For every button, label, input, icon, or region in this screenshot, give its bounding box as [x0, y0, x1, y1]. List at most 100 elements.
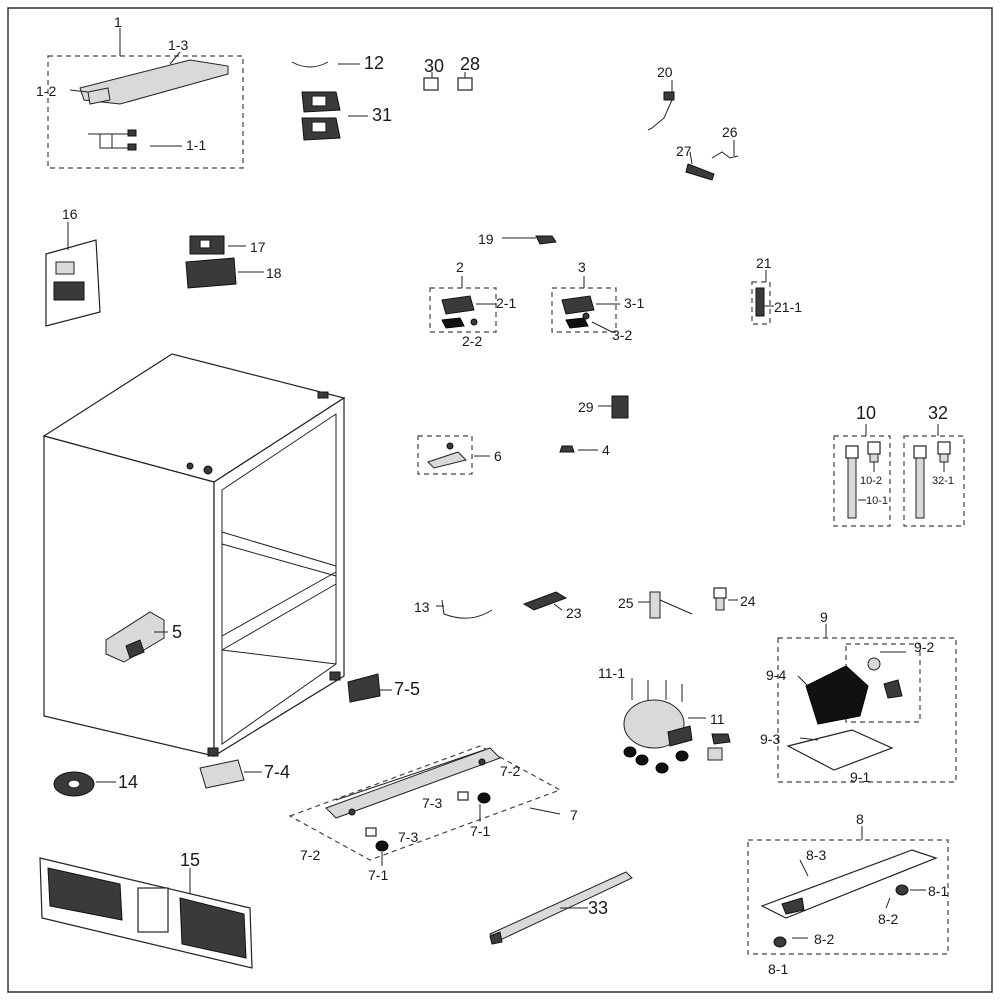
part-33[interactable]	[489, 871, 633, 945]
part-17[interactable]	[189, 235, 246, 255]
part-30[interactable]	[423, 72, 439, 91]
label-7: 7	[570, 807, 578, 823]
part-group-1[interactable]	[47, 28, 244, 169]
label-3: 3	[578, 259, 586, 275]
label-24: 24	[740, 593, 756, 609]
label-11: 11	[710, 711, 725, 727]
label-7-4: 7-4	[264, 762, 290, 782]
label-1-2: 1-2	[36, 83, 56, 99]
label-7-3-bottom: 7-3	[398, 829, 418, 845]
part-group-2[interactable]	[429, 276, 497, 333]
part-14[interactable]	[53, 771, 116, 797]
label-11-1: 11-1	[598, 665, 625, 681]
part-27[interactable]	[685, 151, 715, 181]
label-30: 30	[424, 56, 444, 76]
group-1-box	[47, 55, 244, 169]
label-7-1-top: 7-1	[470, 823, 490, 839]
label-8: 8	[856, 811, 864, 827]
label-7-1-bottom: 7-1	[368, 867, 388, 883]
part-group-21[interactable]	[751, 270, 774, 325]
part-group-8[interactable]	[747, 826, 949, 955]
label-1-1: 1-1	[186, 137, 206, 153]
label-33: 33	[588, 898, 608, 918]
label-19: 19	[478, 231, 494, 247]
label-16: 16	[62, 206, 78, 222]
label-10-2: 10-2	[860, 475, 882, 487]
label-18: 18	[266, 265, 282, 281]
label-32: 32	[928, 403, 948, 423]
part-28[interactable]	[457, 72, 473, 91]
part-group-32[interactable]	[903, 424, 965, 527]
label-8-3: 8-3	[806, 847, 826, 863]
part-group-6[interactable]	[417, 435, 490, 475]
label-2: 2	[456, 259, 464, 275]
part-26[interactable]	[711, 140, 739, 159]
label-23: 23	[566, 605, 582, 621]
label-10-1: 10-1	[866, 495, 888, 507]
part-23[interactable]	[522, 591, 568, 611]
label-21-1: 21-1	[774, 299, 802, 315]
part-18[interactable]	[185, 257, 264, 289]
label-26: 26	[722, 124, 738, 140]
label-3-1: 3-1	[624, 295, 644, 311]
part-11-compressor[interactable]	[623, 678, 731, 774]
label-27: 27	[676, 143, 692, 159]
label-3-2: 3-2	[612, 327, 632, 343]
bracket-1-3	[79, 59, 229, 105]
label-2-1: 2-1	[496, 295, 516, 311]
label-12: 12	[364, 53, 384, 73]
part-31[interactable]	[301, 91, 368, 141]
part-group-3[interactable]	[551, 276, 620, 333]
diagram-border	[7, 7, 993, 993]
label-17: 17	[250, 239, 266, 255]
part-15[interactable]	[39, 857, 253, 969]
label-25: 25	[618, 595, 634, 611]
label-7-3-top: 7-3	[422, 795, 442, 811]
label-15: 15	[180, 850, 200, 870]
label-1-3: 1-3	[168, 37, 188, 53]
part-4[interactable]	[559, 445, 598, 453]
part-20[interactable]	[647, 80, 675, 131]
label-2-2: 2-2	[462, 333, 482, 349]
label-6: 6	[494, 448, 502, 464]
label-8-1-left: 8-1	[768, 961, 788, 977]
part-25[interactable]	[638, 591, 693, 619]
part-7-5[interactable]	[347, 673, 392, 703]
label-9-3: 9-3	[760, 731, 780, 747]
label-7-5: 7-5	[394, 679, 420, 699]
part-24[interactable]	[713, 587, 738, 611]
label-14: 14	[118, 772, 138, 792]
label-21: 21	[756, 255, 772, 271]
label-28: 28	[460, 54, 480, 74]
part-7-4[interactable]	[199, 759, 262, 789]
label-9: 9	[820, 609, 828, 625]
label-8-2-right: 8-2	[878, 911, 898, 927]
label-31: 31	[372, 105, 392, 125]
part-13[interactable]	[436, 599, 493, 619]
part-5[interactable]	[105, 611, 168, 663]
part-group-9[interactable]	[777, 624, 957, 783]
part-29[interactable]	[598, 395, 629, 419]
label-8-1-right: 8-1	[928, 883, 948, 899]
label-7-2-bottom: 7-2	[300, 847, 320, 863]
part-12[interactable]	[291, 61, 360, 68]
label-29: 29	[578, 399, 594, 415]
part-16[interactable]	[45, 222, 101, 327]
label-13: 13	[414, 599, 430, 615]
cabinet-side	[43, 435, 215, 757]
label-9-1: 9-1	[850, 769, 870, 785]
cabinet-front	[213, 396, 345, 758]
part-19[interactable]	[502, 235, 557, 245]
label-32-1: 32-1	[932, 475, 954, 487]
label-20: 20	[657, 64, 673, 80]
part-group-7[interactable]	[288, 745, 562, 866]
label-10: 10	[856, 403, 876, 423]
label-8-2-left: 8-2	[814, 931, 834, 947]
label-7-2-top: 7-2	[500, 763, 520, 779]
label-1: 1	[114, 14, 122, 30]
label-9-4: 9-4	[766, 667, 786, 683]
part-group-10[interactable]	[833, 424, 891, 527]
label-4: 4	[602, 442, 610, 458]
